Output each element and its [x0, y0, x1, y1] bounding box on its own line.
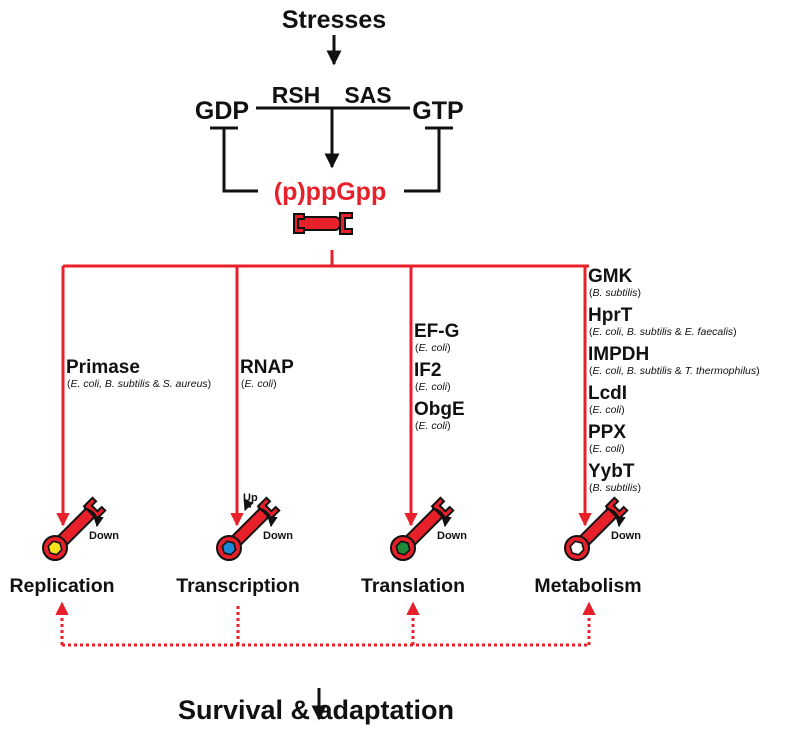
- target-name: PPX: [588, 422, 626, 443]
- target-organism: (E. coli): [415, 420, 451, 432]
- gtp-inhibition-line: [404, 128, 441, 193]
- target-organism: (E. coli): [589, 404, 625, 416]
- target-arrows: [56, 266, 592, 527]
- effect-up-label: Up: [243, 492, 258, 504]
- target-name: LcdI: [588, 383, 627, 404]
- target-name: ObgE: [414, 399, 465, 420]
- rsh-label: RSH: [272, 82, 321, 108]
- process-wrench-icon: [390, 496, 455, 561]
- target-name: RNAP: [240, 357, 294, 378]
- process-label: Metabolism: [534, 575, 641, 597]
- gtp-label: GTP: [412, 97, 463, 125]
- effect-down-label: Down: [611, 530, 641, 542]
- outcome-label: Survival & adaptation: [178, 695, 454, 725]
- process-wrench-icon: [564, 496, 629, 561]
- gdp-inhibition-line: [222, 128, 258, 193]
- target-organism: (B. subtilis): [589, 482, 641, 494]
- target-labels: Primase(E. coli, B. subtilis & S. aureus…: [66, 266, 760, 494]
- target-name: HprT: [588, 305, 633, 326]
- target-organism: (E. coli, B. subtilis & E. faecalis): [589, 326, 737, 338]
- effect-down-label: Down: [89, 530, 119, 542]
- target-name: GMK: [588, 266, 633, 287]
- target-organism: (E. coli): [241, 378, 277, 390]
- target-organism: (E. coli, B. subtilis & T. thermophilus): [589, 365, 760, 377]
- nut-icon: [395, 540, 411, 556]
- process-wrench-icon: [216, 496, 281, 561]
- process-label: Translation: [361, 575, 465, 597]
- process-label: Replication: [9, 575, 114, 597]
- alarmone-label: (p)ppGpp: [274, 178, 386, 206]
- down-arrow-icon: [431, 507, 452, 528]
- target-organism: (B. subtilis): [589, 287, 641, 299]
- target-name: EF-G: [414, 321, 459, 342]
- down-arrow-icon: [605, 507, 626, 528]
- target-name: IMPDH: [588, 344, 649, 365]
- alarmone-wrench-icon: [293, 212, 353, 235]
- down-arrow-icon: [83, 507, 104, 528]
- nut-icon: [47, 540, 63, 556]
- target-name: YybT: [588, 461, 635, 482]
- sas-label: SAS: [344, 82, 391, 108]
- target-organism: (E. coli, B. subtilis & S. aureus): [67, 378, 211, 390]
- process-labels: Replication Transcription Translation Metab…: [9, 575, 641, 597]
- target-organism: (E. coli): [415, 342, 451, 354]
- up-arrow-icon: [243, 498, 254, 512]
- effect-down-label: Down: [263, 530, 293, 542]
- nut-icon: [569, 540, 585, 556]
- down-arrow-icon: [257, 507, 278, 528]
- target-name: Primase: [66, 357, 140, 378]
- stresses-label: Stresses: [282, 6, 386, 34]
- effect-down-label: Down: [437, 530, 467, 542]
- target-organism: (E. coli): [415, 381, 451, 393]
- nut-icon: [221, 540, 237, 556]
- target-organism: (E. coli): [589, 443, 625, 455]
- crosstalk-network: [55, 601, 596, 647]
- target-name: IF2: [414, 360, 441, 381]
- process-label: Transcription: [176, 575, 300, 597]
- gdp-label: GDP: [195, 97, 249, 125]
